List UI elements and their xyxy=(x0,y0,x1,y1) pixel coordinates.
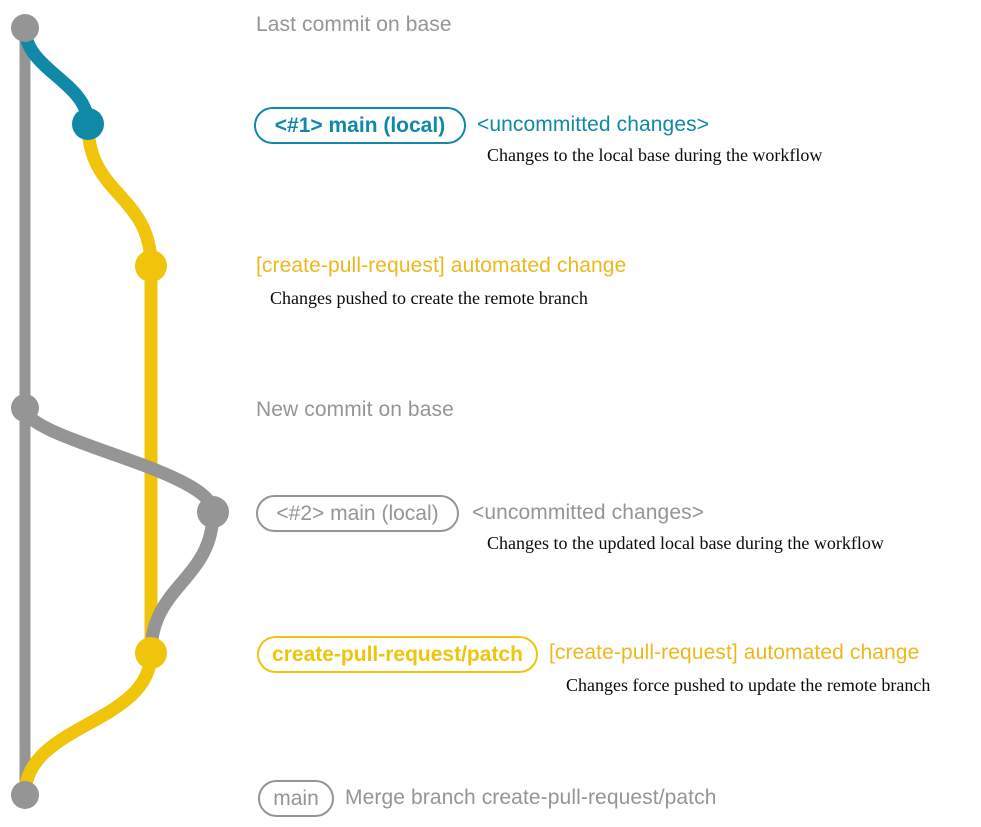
commit-node-base-last[interactable] xyxy=(11,14,39,42)
commit-node-remote-1[interactable] xyxy=(135,250,167,282)
commit-node-remote-2[interactable] xyxy=(135,637,167,669)
commit-description-local-2: Changes to the updated local base during… xyxy=(487,533,884,553)
edge-local1-to-remote1 xyxy=(81,117,158,273)
branch-pill-create-pull-request-patch[interactable]: create-pull-request/patch xyxy=(257,636,538,673)
edge-local2-to-remote2 xyxy=(144,505,220,660)
commit-message-local-2: <uncommitted changes> xyxy=(472,501,705,524)
commit-description-remote-1: Changes pushed to create the remote bran… xyxy=(270,288,588,308)
commit-message-merge: Merge branch create-pull-request/patch xyxy=(345,786,717,809)
branch-pill-main[interactable]: main xyxy=(258,780,334,817)
commit-node-local-1[interactable] xyxy=(72,108,104,140)
commit-message-remote-2: [create-pull-request] automated change xyxy=(549,641,920,664)
branch-pill-local-2[interactable]: <#2> main (local) xyxy=(256,495,459,532)
commit-node-local-2[interactable] xyxy=(197,496,229,528)
commit-message-last-commit-on-base: Last commit on base xyxy=(256,13,452,36)
commit-description-local-1: Changes to the local base during the wor… xyxy=(487,145,823,165)
edge-base-to-local1 xyxy=(18,21,95,131)
commit-node-base-merge[interactable] xyxy=(11,781,39,809)
commit-message-remote-1: [create-pull-request] automated change xyxy=(256,254,627,277)
commit-node-base-new[interactable] xyxy=(11,394,39,422)
branch-pill-local-1[interactable]: <#1> main (local) xyxy=(254,107,466,144)
edge-base-to-local2 xyxy=(18,401,220,519)
commit-message-new-commit-on-base: New commit on base xyxy=(256,398,454,421)
commit-description-remote-2: Changes force pushed to update the remot… xyxy=(566,675,931,695)
commit-message-local-1: <uncommitted changes> xyxy=(477,113,710,136)
edge-remote2-to-merge xyxy=(18,646,158,802)
